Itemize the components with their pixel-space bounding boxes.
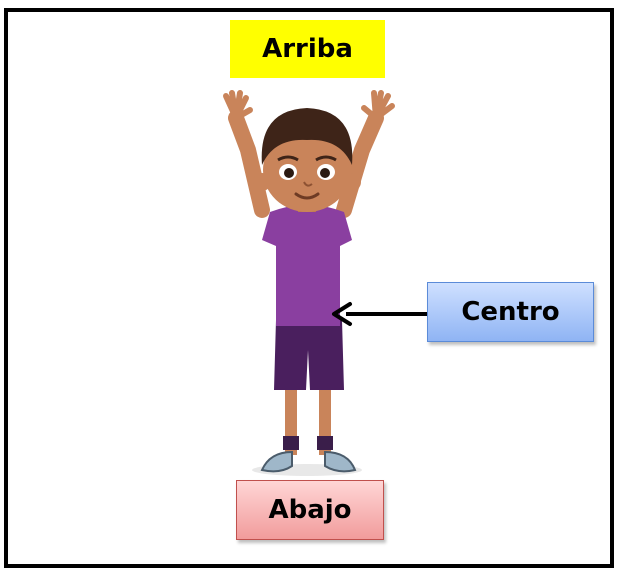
left-arrow-icon bbox=[332, 302, 352, 326]
right-shoe bbox=[324, 450, 357, 473]
shorts bbox=[274, 320, 344, 390]
left-pupil bbox=[284, 168, 294, 178]
eyebrows bbox=[277, 155, 337, 162]
left-shoe bbox=[260, 450, 293, 473]
right-pupil bbox=[320, 168, 330, 178]
left-sock bbox=[283, 436, 299, 450]
right-hand bbox=[361, 90, 395, 121]
hair bbox=[261, 108, 353, 165]
left-arm bbox=[228, 110, 270, 218]
left-hand bbox=[223, 90, 253, 121]
label-centro: Centro bbox=[427, 282, 594, 342]
mouth bbox=[294, 192, 320, 200]
boy-illustration bbox=[223, 90, 427, 476]
shirt bbox=[262, 205, 352, 326]
head bbox=[263, 128, 351, 212]
label-abajo: Abajo bbox=[236, 480, 384, 540]
right-sock bbox=[317, 436, 333, 450]
nose bbox=[303, 181, 313, 187]
label-arriba: Arriba bbox=[230, 20, 385, 78]
